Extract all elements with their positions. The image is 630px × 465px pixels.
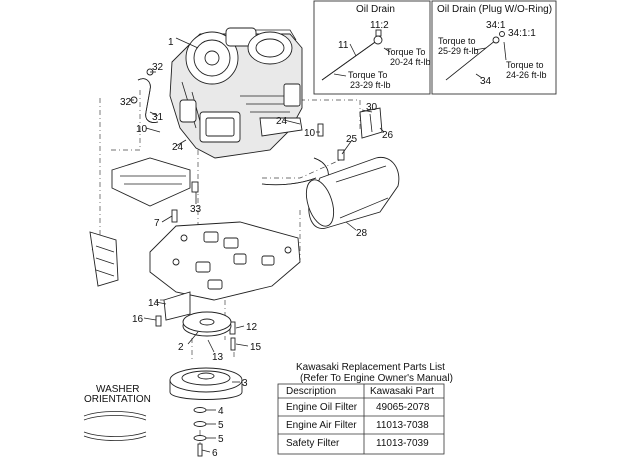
callout-7: 7	[154, 218, 160, 229]
left-bracket	[111, 157, 191, 207]
parts-list-title-2: (Refer To Engine Owner's Manual)	[300, 373, 453, 384]
oil-drain-callout-11: 11	[338, 40, 349, 51]
callout-24-left: 24	[172, 142, 184, 153]
callout-13: 13	[212, 352, 224, 363]
parts-list-title-1: Kawasaki Replacement Parts List	[296, 362, 445, 373]
washer-title-line-2: ORIENTATION	[84, 394, 151, 405]
oil-drain-plug-detail: Oil Drain (Plug W/O-Ring) 34:1 34:1:1 To…	[431, 0, 557, 95]
callout-15: 15	[250, 342, 262, 353]
oil-drain-torque-b-2: 23-29 ft-lb	[350, 80, 391, 90]
oil-drain-torque-b-1: Torque To	[348, 70, 387, 80]
muffler	[305, 156, 400, 229]
pulley	[182, 311, 232, 337]
washer-title-line-1: WASHER	[96, 384, 140, 395]
parts-list-table: Kawasaki Replacement Parts List (Refer T…	[277, 362, 453, 455]
callout-10-left: 10	[136, 124, 148, 135]
bolt-parts	[155, 123, 345, 351]
callout-32-upper: 32	[152, 62, 164, 73]
callout-30: 30	[366, 102, 378, 113]
callout-3: 3	[242, 378, 248, 389]
oil-drain-plug-box	[431, 0, 557, 95]
parts-list-row-3-part: 11013-7039	[376, 438, 429, 449]
oil-drain-plug-torque-b-2: 24-26 ft-lb	[506, 70, 547, 80]
oil-drain-callout-11-2: 11:2	[370, 20, 389, 31]
callout-24-right: 24	[276, 116, 288, 127]
clutch-bracket	[163, 291, 191, 321]
callout-26: 26	[382, 130, 394, 141]
deck-plate	[149, 221, 301, 301]
engine-assembly	[169, 27, 303, 159]
callout-25: 25	[346, 134, 358, 145]
callout-12: 12	[246, 322, 258, 333]
callout-16: 16	[132, 314, 144, 325]
oil-drain-torque-a-1: Torque To	[386, 47, 425, 57]
callout-4: 4	[218, 406, 224, 417]
parts-list-row-1-description: Engine Oil Filter	[286, 402, 358, 413]
washer-orientation-title: WASHER ORIENTATION	[84, 384, 151, 405]
belt-guard	[89, 231, 119, 287]
oil-drain-box	[313, 0, 431, 95]
oil-drain-detail: Oil Drain 11 11:2 Torque To 20-24 ft-lb …	[313, 0, 431, 95]
oil-drain-torque-a-2: 20-24 ft-lb	[390, 57, 431, 67]
callout-33: 33	[190, 204, 202, 215]
oil-drain-plug-torque-a-1: Torque to	[438, 36, 476, 46]
oil-drain-plug-torque-a-2: 25-29 ft-lb	[438, 46, 479, 56]
callout-31: 31	[152, 112, 164, 123]
oil-drain-plug-torque-b-1: Torque to	[506, 60, 544, 70]
callout-2: 2	[178, 342, 184, 353]
leader-lines	[130, 37, 385, 453]
oil-drain-title: Oil Drain	[356, 4, 395, 15]
parts-list-row-2-description: Engine Air Filter	[286, 420, 357, 431]
callout-1: 1	[168, 37, 174, 48]
washer-orientation-illustration	[83, 411, 147, 441]
muffler-bracket	[359, 107, 383, 139]
callout-6: 6	[212, 448, 218, 459]
parts-list-row-2-part: 11013-7038	[376, 420, 429, 431]
parts-list-row-1-part: 49065-2078	[376, 402, 430, 413]
callout-10-right: 10	[304, 128, 316, 139]
electric-clutch	[169, 367, 243, 400]
callout-28: 28	[356, 228, 368, 239]
oil-drain-plug-title: Oil Drain (Plug W/O-Ring)	[437, 4, 552, 15]
oil-drain-plug-callout-34-1-1: 34:1:1	[508, 28, 536, 39]
parts-list-header-description: Description	[286, 386, 336, 397]
callout-labels: 1 32 32 31 10 24 30 24 10 25 26 33 7 28 …	[120, 37, 394, 459]
callout-5-upper: 5	[218, 420, 224, 431]
callout-14: 14	[148, 298, 160, 309]
callout-32-lower: 32	[120, 97, 132, 108]
parts-list-header-part: Kawasaki Part	[370, 386, 434, 397]
oil-drain-plug-callout-34-1: 34:1	[486, 20, 506, 31]
callout-5-lower: 5	[218, 434, 224, 445]
oil-drain-plug-callout-34: 34	[480, 76, 492, 87]
parts-list-row-3-description: Safety Filter	[286, 438, 340, 449]
